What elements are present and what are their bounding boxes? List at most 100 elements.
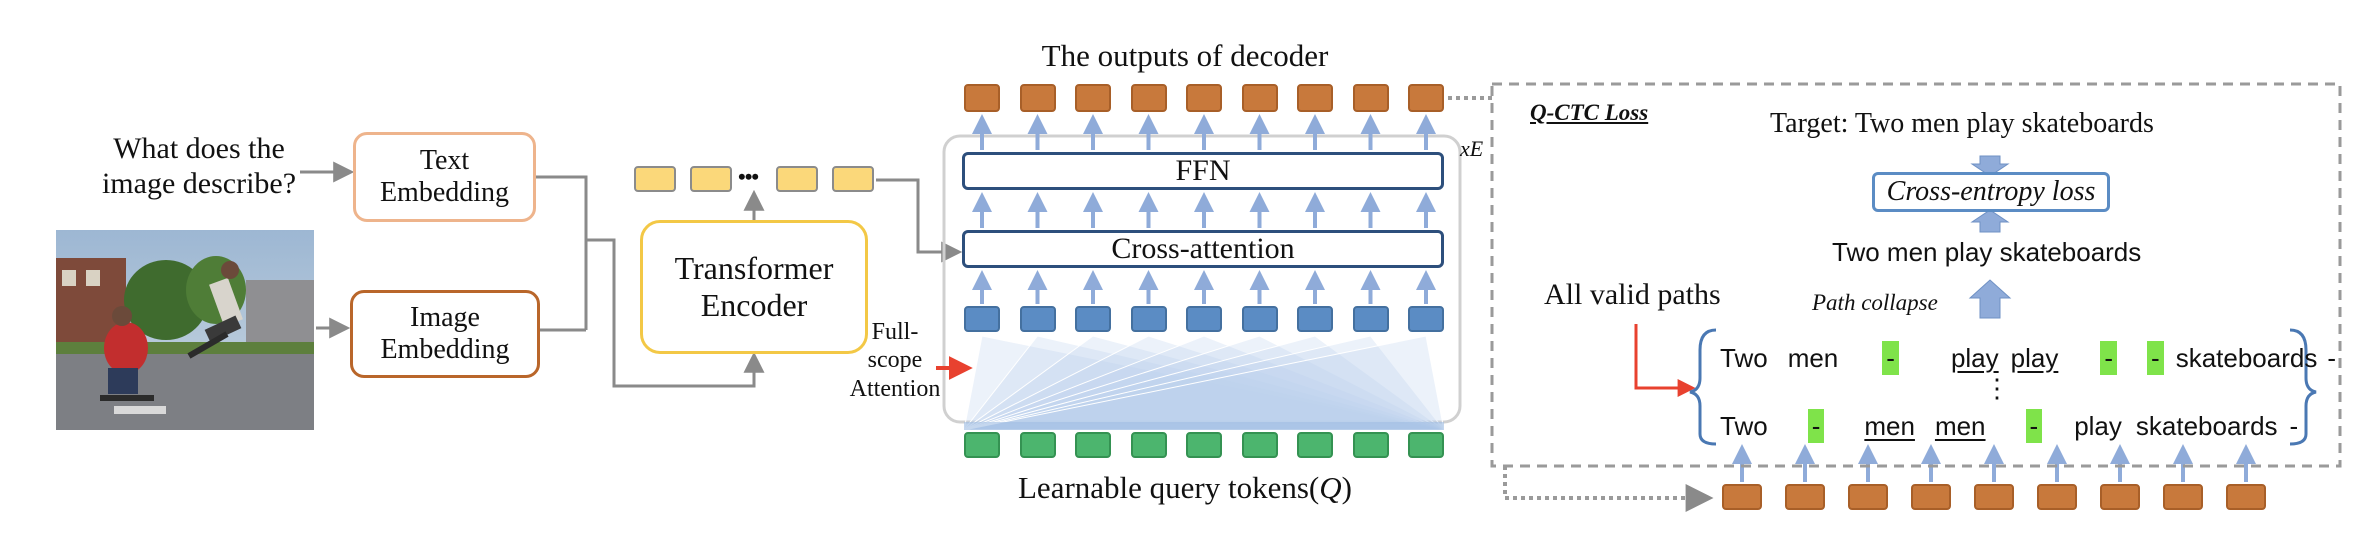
path-token: men	[1864, 410, 1915, 441]
full-scope-line2: scope	[867, 347, 923, 374]
encoder-line1: Transformer	[674, 250, 834, 286]
qctc-input-token	[2226, 484, 2266, 510]
qctc-input-token	[2037, 484, 2077, 510]
encoder-token	[832, 166, 874, 192]
path-vdots: ⋮	[1984, 374, 2010, 403]
blue-arrows	[972, 114, 2256, 482]
query-token	[1186, 432, 1222, 458]
decoder-output-token	[1130, 84, 1167, 112]
path-token: skateboards	[2135, 410, 2278, 441]
text-embedding-box: Text Embedding	[353, 132, 536, 222]
blank-token: -	[1882, 341, 1899, 375]
path-collapse-label: Path collapse	[1812, 290, 1938, 315]
query-token	[1241, 432, 1278, 458]
blank-token: -	[1807, 409, 1825, 443]
path-token: skateboards	[2175, 342, 2318, 373]
query-token	[964, 432, 1000, 458]
attention-fan	[962, 335, 1446, 431]
image-embedding-box: Image Embedding	[350, 290, 540, 378]
qctc-input-token	[1911, 484, 1951, 510]
decoder-input-token	[1130, 306, 1167, 332]
image-embedding-line2: Embedding	[380, 334, 510, 365]
encoder-token	[776, 166, 818, 192]
decoder-output-token	[1352, 84, 1389, 112]
qctc-input-token	[2163, 484, 2203, 510]
merge-to-encoder-arrow	[586, 238, 765, 388]
path-token: play	[2074, 410, 2122, 441]
cross-attention-box: Cross-attention	[962, 230, 1444, 268]
text-embedding-line2: Embedding	[379, 177, 510, 208]
target-down-arrow-icon	[1970, 155, 2010, 177]
full-scope-attention-label: Full- scope Attention	[840, 318, 950, 403]
query-token	[1130, 432, 1167, 458]
encoder-token-ellipsis: •••	[738, 164, 759, 189]
blank-token: -	[2147, 341, 2164, 375]
decoder-input-token	[1075, 306, 1111, 332]
decoder-output-token	[1075, 84, 1111, 112]
query-token	[1297, 432, 1333, 458]
path-token: -	[2327, 342, 2337, 373]
right-brace-icon	[2289, 328, 2317, 446]
repeat-text: xE	[1460, 136, 1484, 161]
decoder-input-token	[964, 306, 1000, 332]
path-token: men	[1934, 410, 1986, 441]
path-token: men	[1787, 342, 1839, 373]
cross-entropy-loss-box: Cross-entropy loss	[1872, 172, 2110, 212]
decoder-output-token	[1408, 84, 1444, 112]
decoder-input-token	[1019, 306, 1056, 332]
full-scope-line1: Full-	[871, 319, 919, 345]
question-text: What does the image describe?	[84, 132, 314, 201]
collapsed-sentence: Two men play skateboards	[1832, 237, 2142, 267]
encoder-to-cross-attention-arrow	[876, 178, 963, 263]
ffn-box: FFN	[962, 152, 1444, 190]
decoder-input-token	[1297, 306, 1333, 332]
encoder-token	[690, 166, 732, 192]
question-line1: What does the	[113, 132, 285, 165]
query-symbol: Q	[1319, 470, 1342, 505]
blank-token: -	[2025, 409, 2043, 443]
text-embedding-out-wire	[536, 175, 588, 330]
path-token: Two	[1720, 410, 1768, 441]
qctc-title: Q-CTC Loss	[1530, 100, 1649, 125]
decoder-outputs-title: The outputs of decoder	[1041, 38, 1329, 73]
left-brace-icon	[1689, 328, 1717, 446]
qctc-input-token	[2100, 484, 2140, 510]
decoder-input-token	[1352, 306, 1389, 332]
query-token	[1352, 432, 1389, 458]
qctc-target: Target: Two men play skateboards	[1770, 108, 2154, 139]
question-line2: image describe?	[101, 166, 297, 200]
skateboard-photo-icon	[56, 230, 314, 430]
query-token	[1019, 432, 1056, 458]
path-collapse-arrow-icon	[1968, 279, 2012, 319]
decoder-output-token	[1241, 84, 1278, 112]
valid-paths-red-arrow	[1634, 324, 1696, 397]
path-token: -	[2289, 410, 2299, 441]
text-embedding-line1: Text	[419, 145, 470, 176]
decoder-output-token	[1186, 84, 1222, 112]
qctc-dashed-box	[1490, 82, 2342, 468]
qctc-input-token	[1722, 484, 1762, 510]
encoder-line2: Encoder	[700, 287, 808, 323]
blank-token: -	[2100, 341, 2118, 375]
path-token: Two	[1720, 342, 1768, 373]
query-token	[1408, 432, 1444, 458]
valid-paths-label: All valid paths	[1544, 278, 1721, 311]
decoder-input-token	[1186, 306, 1222, 332]
collapsed-up-arrow-icon	[1970, 209, 2010, 233]
repeat-label: xE	[1460, 136, 1483, 161]
decoder-output-token	[964, 84, 1000, 112]
query-tokens-label: Learnable query tokens(Q)	[960, 470, 1410, 506]
cross-attention-label: Cross-attention	[1111, 232, 1295, 265]
query-label-text: Learnable query tokens(	[1018, 470, 1320, 505]
ffn-label: FFN	[1175, 154, 1231, 187]
full-scope-line3: Attention	[849, 375, 941, 402]
query-token	[1075, 432, 1111, 458]
image-embedding-line1: Image	[410, 302, 480, 333]
transformer-encoder-box: Transformer Encoder	[640, 220, 868, 354]
path-token: play	[1950, 342, 1999, 373]
path-token: play	[2010, 342, 2059, 373]
encoder-token	[634, 166, 676, 192]
